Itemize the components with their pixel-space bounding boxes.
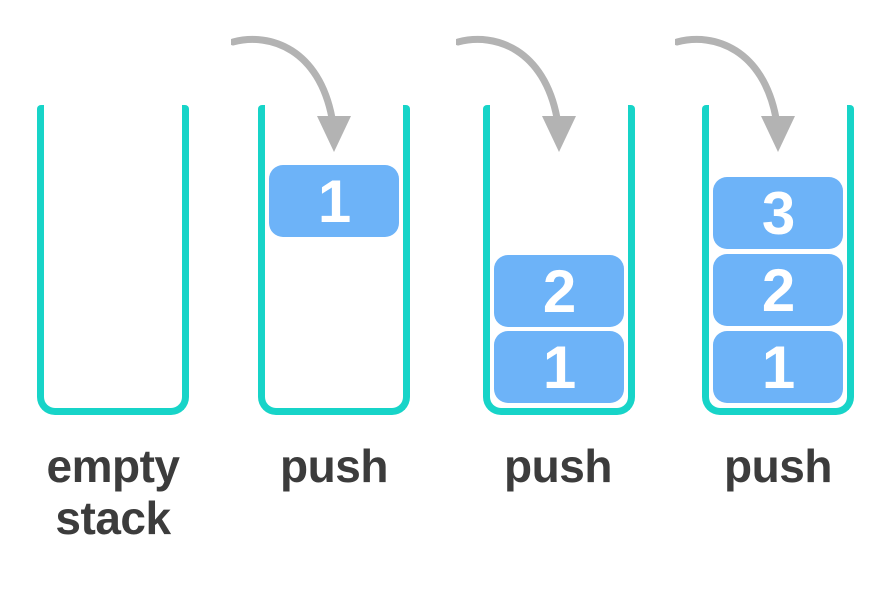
stack-container-empty bbox=[37, 105, 189, 415]
push-arrow-icon bbox=[456, 35, 576, 152]
push-label-1-text: push bbox=[280, 440, 388, 492]
stack-label-empty-line2: stack bbox=[55, 492, 171, 544]
stack-block-1: 1 bbox=[269, 165, 399, 237]
stack-block-2: 2 bbox=[494, 255, 624, 327]
push-label-3-text: push bbox=[724, 440, 832, 492]
push-label-2: push bbox=[442, 440, 674, 492]
stack-block-3: 3 bbox=[713, 177, 843, 249]
stack-label-empty: empty stack bbox=[0, 440, 229, 544]
stack-label-empty-line1: empty bbox=[46, 440, 180, 492]
push-arrow-icon bbox=[231, 35, 351, 152]
stack-container-push2 bbox=[483, 105, 635, 415]
stack-container-push1 bbox=[258, 105, 410, 415]
push-label-3: push bbox=[662, 440, 888, 492]
push-label-1: push bbox=[218, 440, 450, 492]
push-label-2-text: push bbox=[504, 440, 612, 492]
stack-block-1: 1 bbox=[713, 331, 843, 403]
stack-block-1: 1 bbox=[494, 331, 624, 403]
stack-container-push3 bbox=[702, 105, 854, 415]
stack-block-2: 2 bbox=[713, 254, 843, 326]
push-arrow-icon bbox=[675, 35, 795, 152]
